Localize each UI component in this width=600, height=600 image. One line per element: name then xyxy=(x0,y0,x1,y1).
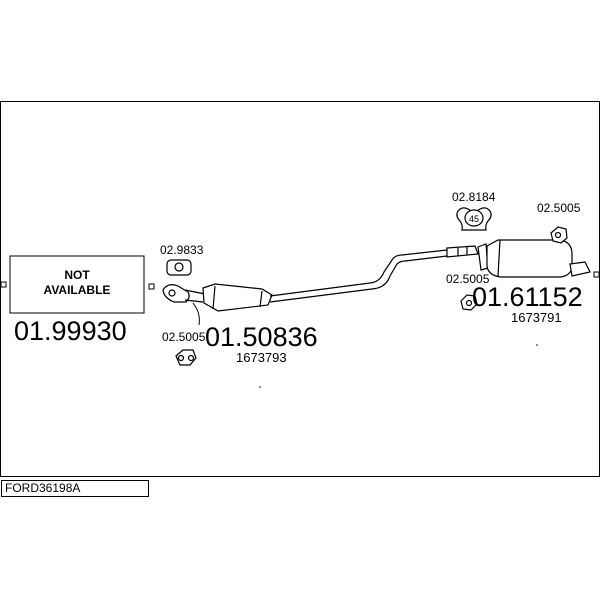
middle-section-pipe xyxy=(162,245,479,326)
middle-section-oem-number: 1673793 xyxy=(236,350,287,365)
frame-right-marker xyxy=(593,271,600,278)
rubber-mount-rear-bottom-icon xyxy=(460,294,478,311)
frame-left-marker xyxy=(0,281,7,288)
rear-bottom-mount-label: 02.5005 xyxy=(446,272,490,286)
front-flange-marker xyxy=(148,283,155,290)
gasket-02-9833-icon xyxy=(166,259,192,276)
dot-marker xyxy=(259,386,261,388)
front-pipe-part-number: 01.99930 xyxy=(14,316,127,346)
clamp-size-label: 45 xyxy=(469,214,479,224)
diagram-code-box: FORD36198A xyxy=(1,480,149,497)
gasket-label: 02.9833 xyxy=(160,243,204,257)
not-available-line1: NOT xyxy=(64,268,90,282)
front-pipe-not-available: NOT AVAILABLE xyxy=(9,255,145,314)
not-available-line2: AVAILABLE xyxy=(44,283,111,297)
middle-section-part-number: 01.50836 xyxy=(205,322,318,352)
rear-silencer-part-number: 01.61152 xyxy=(472,282,583,312)
dot-marker-2 xyxy=(536,344,538,346)
rubber-mount-front-icon xyxy=(175,349,197,366)
front-mount-label: 02.5005 xyxy=(162,330,206,344)
clamp-label: 02.8184 xyxy=(452,190,496,204)
rear-silencer xyxy=(477,239,591,278)
rear-silencer-oem-number: 1673791 xyxy=(511,310,562,325)
clamp-45-icon xyxy=(456,207,492,231)
rear-top-mount-label: 02.5005 xyxy=(537,201,581,215)
rubber-mount-rear-top-icon xyxy=(550,226,568,244)
